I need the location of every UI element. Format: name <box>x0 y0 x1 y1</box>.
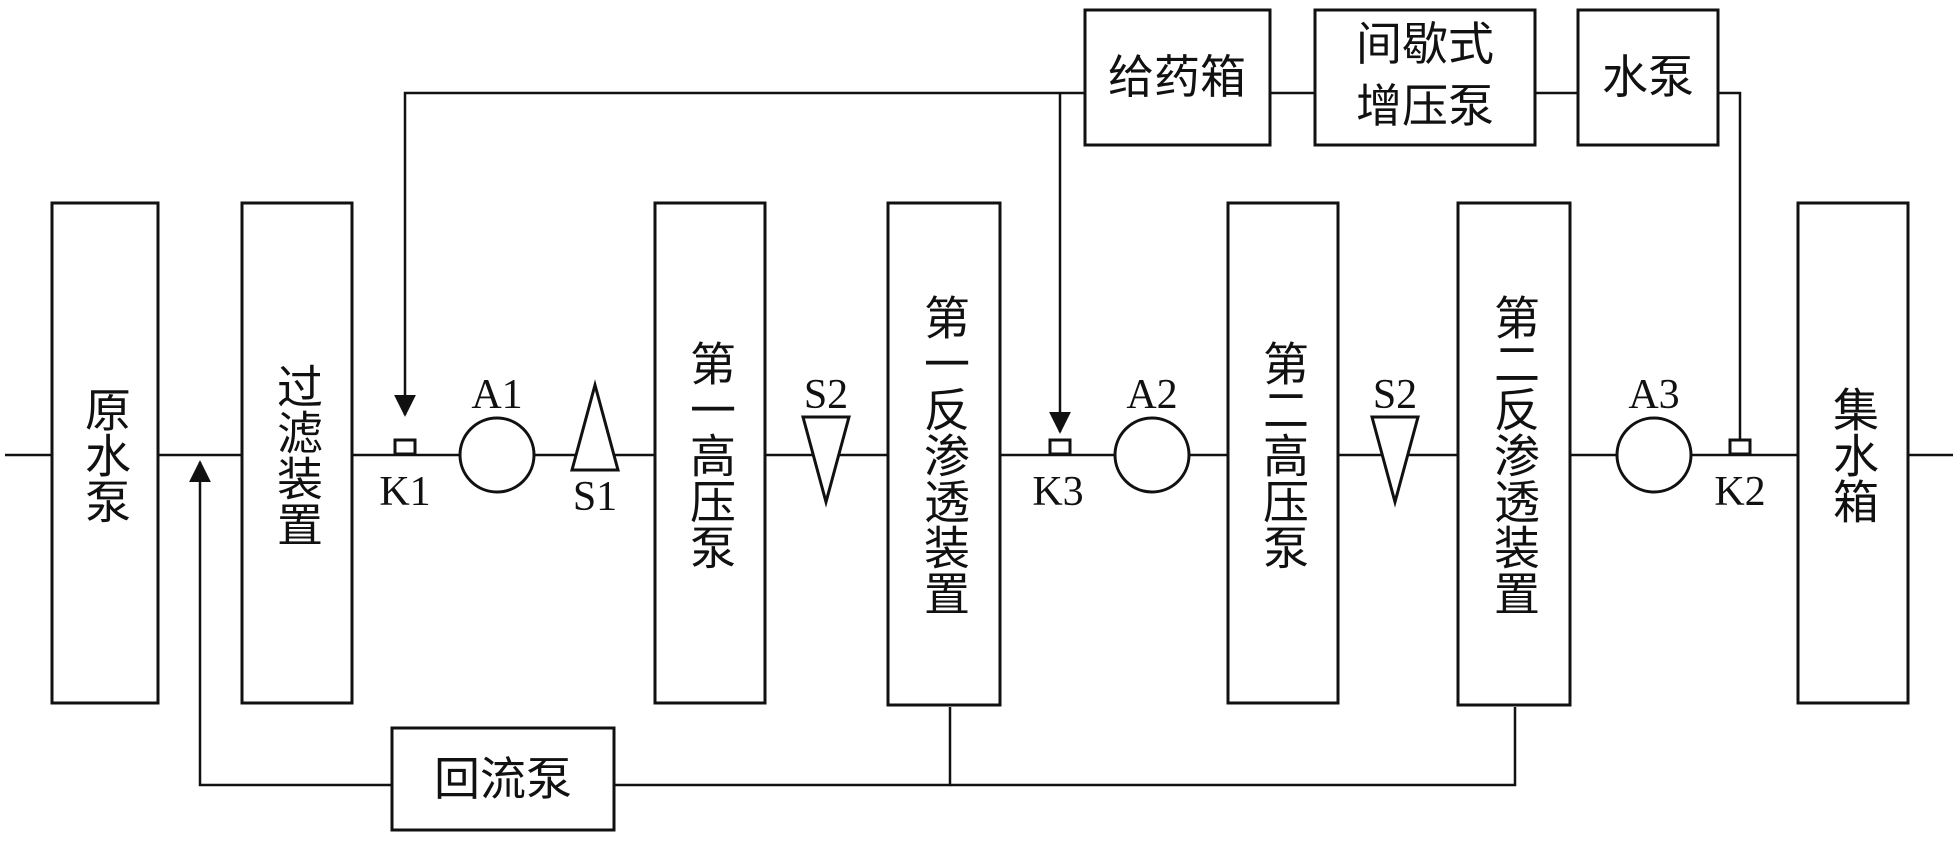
ro-1-box <box>886 201 1002 707</box>
water-pump-label: 水泵 <box>1602 50 1694 104</box>
valve-k3-icon <box>1048 438 1072 456</box>
sensor-s1-label: S1 <box>573 474 617 520</box>
hp-pump-1-label: 第一高压泵 <box>683 340 737 570</box>
booster-pump-label-line-2: 增压泵 <box>1356 79 1494 133</box>
hp-pump-2-box <box>1226 201 1340 705</box>
meter-a1-label: A1 <box>471 372 522 418</box>
collection-tank-label: 集水箱 <box>1826 386 1880 524</box>
ro-2-label: 第二反渗透装置 <box>1487 294 1541 616</box>
booster-pump-box <box>1313 8 1537 147</box>
water-pump-box <box>1576 8 1720 147</box>
valve-k1-label: K1 <box>379 469 430 515</box>
meter-a3-icon <box>1615 416 1693 494</box>
valve-k3-label: K3 <box>1032 469 1083 515</box>
sensor-s2-second-icon <box>1370 415 1420 508</box>
filter-label: 过滤装置 <box>270 363 324 547</box>
sensor-s1-icon <box>570 379 620 472</box>
raw-water-pump-box <box>50 201 160 705</box>
meter-a2-icon <box>1113 416 1191 494</box>
booster-pump-label-line-1: 间歇式 <box>1356 17 1494 71</box>
collection-tank-box <box>1796 201 1910 705</box>
meter-a2-label: A2 <box>1126 372 1177 418</box>
ro-1-label: 第一反渗透装置 <box>917 294 971 616</box>
waterpump-to-k2-line <box>1718 91 1742 440</box>
dosing-tank-box <box>1083 8 1272 147</box>
raw-water-pump-label: 原水泵 <box>78 386 132 524</box>
valve-k1-icon <box>393 438 417 456</box>
hp-pump-1-box <box>653 201 767 705</box>
dosing-line-to-k1 <box>394 91 1085 417</box>
sensor-s2-first-icon <box>801 415 851 508</box>
sensor-s2-first-label: S2 <box>804 372 848 418</box>
meter-a3-label: A3 <box>1628 372 1679 418</box>
sensor-s2-second-label: S2 <box>1373 372 1417 418</box>
hp-pump-2-label: 第二高压泵 <box>1256 340 1310 570</box>
reflux-pump-label: 回流泵 <box>434 752 572 806</box>
reflux-pump-box <box>390 726 616 832</box>
valve-k2-label: K2 <box>1714 469 1765 515</box>
valve-k2-icon <box>1728 438 1752 456</box>
ro-2-box <box>1456 201 1572 707</box>
ro2-reject-line <box>950 707 1517 787</box>
dosing-tank-label: 给药箱 <box>1108 50 1246 104</box>
meter-a1-icon <box>458 416 536 494</box>
filter-box <box>240 201 354 705</box>
